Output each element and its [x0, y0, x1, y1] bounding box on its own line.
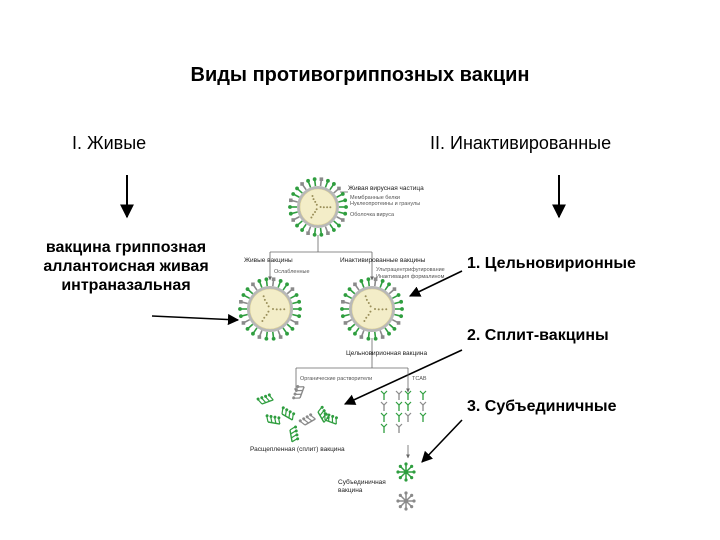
tcab-label: ТСАВ	[412, 376, 427, 382]
live-vaccines-heading: I. Живые	[72, 133, 147, 153]
subunit-arrow	[421, 419, 463, 463]
inactivation-note-2: Инактивация формалином	[376, 274, 445, 280]
figure-connectors	[268, 191, 410, 459]
whole-virion-label: Цельновирионная вакцина	[346, 350, 427, 357]
subunit-rosette-green	[396, 462, 416, 482]
envelope-label: Оболочка вируса	[350, 212, 395, 218]
split-arrow	[343, 349, 463, 405]
virus-note-1: Мембранные белки	[350, 195, 400, 201]
live-to-virus-arrow	[151, 313, 240, 326]
virus-particle-live	[238, 277, 302, 341]
inactivated-label: Инактивированные вакцины	[340, 257, 426, 264]
virus-particle-inactivated	[340, 277, 404, 341]
subunit-label-1: Субъединичная	[338, 478, 386, 486]
whole-virion-arrow	[408, 270, 463, 297]
live-vaccine-label: Живые вакцины	[244, 257, 293, 264]
subunit-pieces	[380, 390, 427, 433]
attenuated-label: Ослабленные	[274, 269, 310, 275]
subunit-label-2: вакцина	[338, 487, 363, 494]
subunit-vaccine-item: 3. Субъединичные	[467, 398, 617, 415]
page-title: Виды противогриппозных вакцин	[190, 64, 530, 86]
split-fragments	[256, 385, 338, 443]
subunit-rosette-grey	[396, 491, 416, 511]
virus-label: Живая вирусная частица	[348, 185, 424, 192]
solvent-label: Органические растворители	[300, 376, 372, 382]
split-vaccine-item: 2. Сплит-вакцины	[467, 327, 609, 344]
split-label: Расщепленная (сплит) вакцина	[250, 446, 345, 453]
inactivated-vaccines-heading: II. Инактивированные	[430, 133, 612, 153]
live-vaccine-description: вакцина гриппозная аллантоисная живая ин…	[43, 239, 209, 294]
virus-particle-top	[288, 177, 348, 237]
whole-virion-item: 1. Цельновирионные	[467, 255, 636, 272]
virus-note-2: Нуклеопротеины и гранулы	[350, 201, 420, 207]
inactivation-note-1: Ультрацентрифугирование	[376, 267, 445, 273]
